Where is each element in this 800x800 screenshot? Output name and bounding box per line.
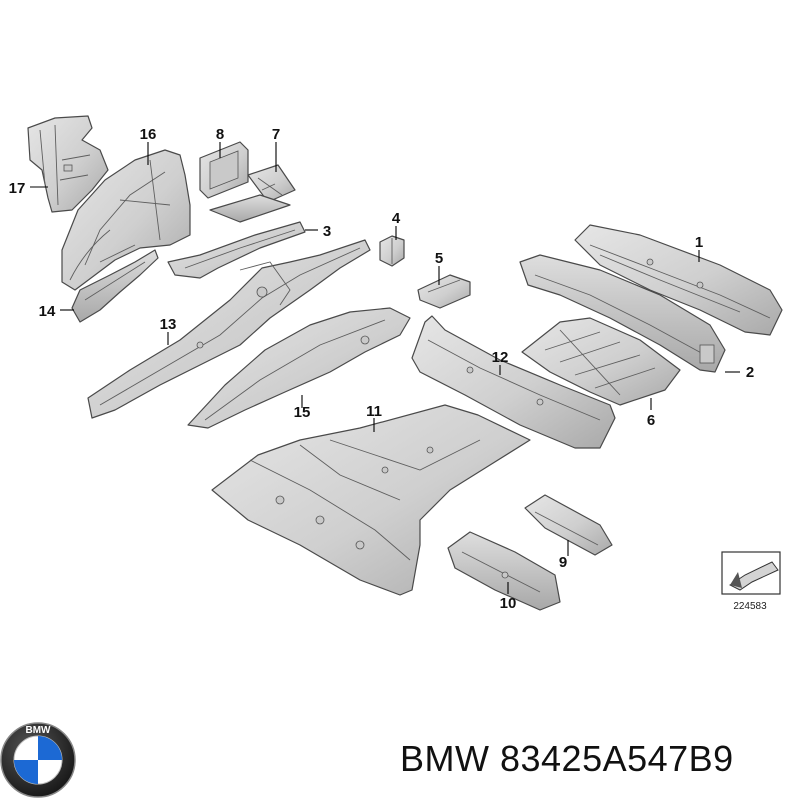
callout-2: 2: [746, 364, 754, 381]
part-15-floor-side[interactable]: [187, 307, 411, 429]
part-8-frame-bracket[interactable]: [199, 141, 249, 199]
part-17-bracket[interactable]: [27, 115, 109, 213]
part-10-lower-channel[interactable]: [447, 531, 561, 611]
callout-3: 3: [323, 223, 331, 240]
callout-16: 16: [140, 126, 157, 143]
callout-9: 9: [559, 554, 567, 571]
callout-4: 4: [392, 210, 401, 227]
callout-15: 15: [294, 404, 311, 421]
part-9-channel[interactable]: [524, 494, 613, 556]
reference-code: 224583: [733, 601, 767, 612]
part-1-rear-cross-member[interactable]: [574, 224, 783, 336]
callout-13: 13: [160, 316, 177, 333]
part-11-rear-floor[interactable]: [211, 404, 531, 596]
bmw-logo-icon: BMW: [0, 722, 76, 798]
part-4-small-bracket[interactable]: [379, 235, 405, 267]
callout-14: 14: [39, 303, 56, 320]
callout-7: 7: [272, 126, 280, 143]
part-7-plate-bracket[interactable]: [209, 164, 296, 223]
callout-10: 10: [500, 595, 517, 612]
part-13-side-member[interactable]: [87, 239, 371, 419]
callout-5: 5: [435, 250, 443, 267]
callout-12: 12: [492, 349, 509, 366]
part-12-seat-cross-member[interactable]: [411, 315, 616, 449]
leader-lines: [30, 142, 740, 594]
part-3-cross-strut[interactable]: [167, 221, 306, 279]
reference-icon-box: 224583: [721, 551, 781, 612]
logo-lettering: BMW: [26, 725, 52, 736]
callout-11: 11: [366, 403, 382, 420]
part-6-floor-tray[interactable]: [521, 317, 681, 406]
callout-numbers: 1 2 3 4 5 6 7 8 9 10 11 12 13 14 15 16 1…: [9, 126, 755, 612]
part-5-small-plate[interactable]: [417, 274, 471, 309]
callout-1: 1: [695, 234, 703, 251]
part-16-wheel-arch[interactable]: [61, 149, 191, 291]
callout-6: 6: [647, 412, 655, 429]
callout-8: 8: [216, 126, 224, 143]
part-2-rear-panel[interactable]: [519, 254, 726, 373]
part-14-lower-panel[interactable]: [71, 249, 159, 323]
part-number-label: BMW 83425A547B9: [400, 738, 734, 779]
callout-17: 17: [9, 180, 26, 197]
